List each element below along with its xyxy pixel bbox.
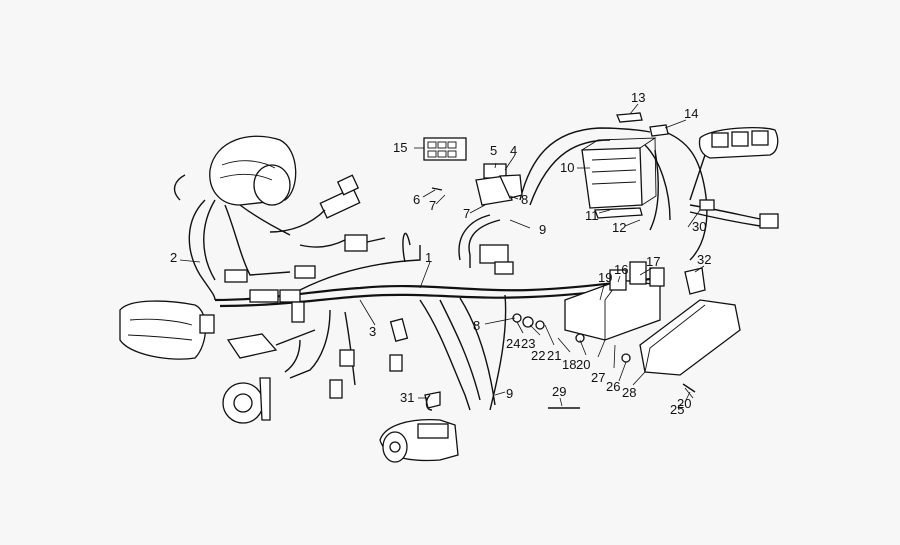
callout-20a: 20 <box>576 357 590 372</box>
callout-13: 13 <box>631 90 645 105</box>
relay-cluster <box>475 163 523 275</box>
connector-block <box>294 265 316 279</box>
callout-18: 18 <box>562 357 576 372</box>
callout-9b: 9 <box>506 386 513 401</box>
callout-16: 16 <box>614 262 628 277</box>
fuse-legend <box>423 137 467 161</box>
callout-20b: 20 <box>677 396 691 411</box>
connector-block <box>249 289 279 303</box>
connector-block <box>224 269 248 283</box>
callout-8a: 8 <box>521 192 528 207</box>
callout-15: 15 <box>393 140 407 155</box>
callout-32: 32 <box>697 252 711 267</box>
callout-4: 4 <box>510 143 517 158</box>
callout-3: 3 <box>369 324 376 339</box>
callout-31: 31 <box>400 390 414 405</box>
callout-2: 2 <box>170 250 177 265</box>
headlight <box>119 300 215 360</box>
instrument-cluster <box>209 135 297 206</box>
callout-22: 22 <box>531 348 545 363</box>
callout-14: 14 <box>684 106 698 121</box>
regulator <box>226 301 316 373</box>
callout-6: 6 <box>413 192 420 207</box>
callout-12: 12 <box>612 220 626 235</box>
leader-lines <box>179 103 705 407</box>
connector-block <box>279 289 301 303</box>
horn <box>222 377 271 424</box>
sensors <box>329 317 409 399</box>
callout-10: 10 <box>560 160 574 175</box>
callout-23: 23 <box>521 336 535 351</box>
callout-24: 24 <box>506 336 520 351</box>
callout-8b: 8 <box>473 318 480 333</box>
callout-28: 28 <box>622 385 636 400</box>
callout-1: 1 <box>425 250 432 265</box>
callout-labels: 1 2 3 4 5 6 7 7 8 8 9 9 10 11 12 13 14 1… <box>170 90 711 417</box>
callout-21: 21 <box>547 348 561 363</box>
callout-27: 27 <box>591 370 605 385</box>
battery-area <box>458 112 708 268</box>
callout-30: 30 <box>692 219 706 234</box>
rear-connector <box>689 199 779 229</box>
callout-11: 11 <box>585 208 599 223</box>
callout-17: 17 <box>646 254 660 269</box>
callout-7a: 7 <box>429 198 436 213</box>
headlight-harness <box>173 174 316 303</box>
tail-light <box>689 126 779 201</box>
callout-26: 26 <box>606 379 620 394</box>
fuse-box <box>564 261 741 376</box>
callout-29: 29 <box>552 384 566 399</box>
starter-motor <box>379 391 459 463</box>
callout-7b: 7 <box>463 206 470 221</box>
ignition-switch <box>269 174 386 252</box>
callout-19: 19 <box>598 270 612 285</box>
callout-25: 25 <box>670 402 684 417</box>
callout-5: 5 <box>490 143 497 158</box>
callout-9a: 9 <box>539 222 546 237</box>
hardware <box>425 187 696 411</box>
